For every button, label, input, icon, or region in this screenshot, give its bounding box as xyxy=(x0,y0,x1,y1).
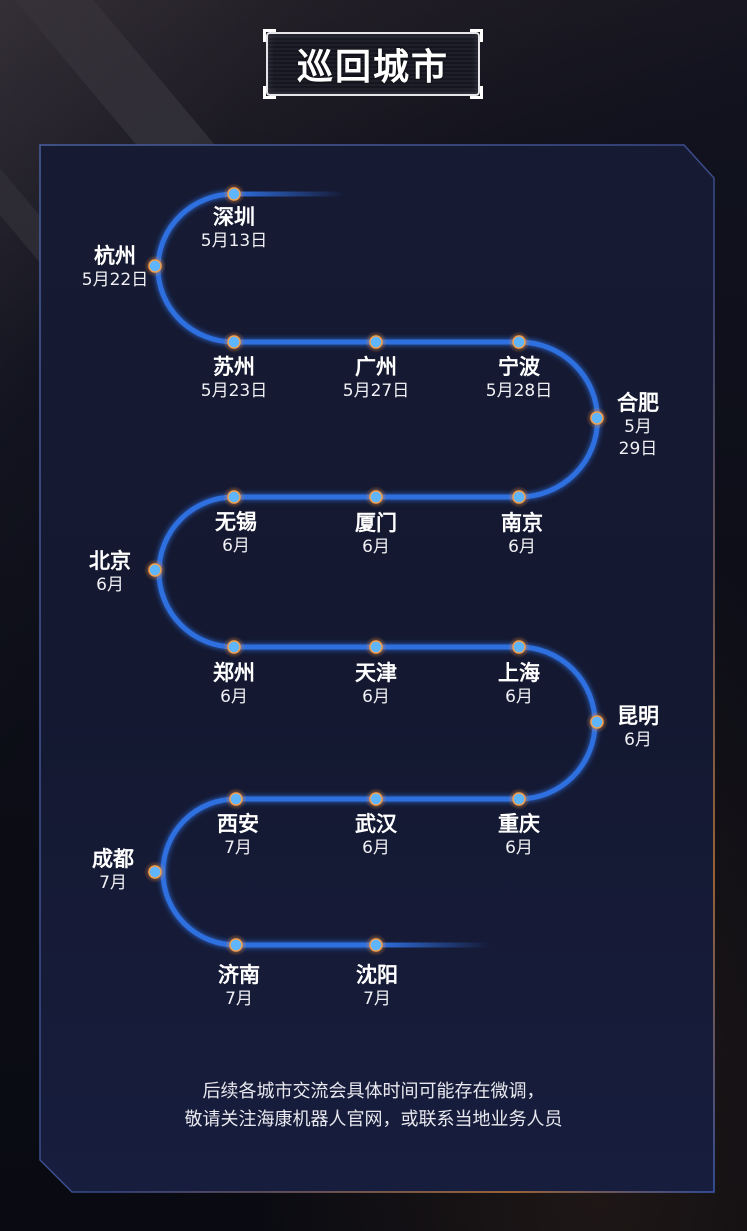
city-date: 5月27日 xyxy=(342,381,410,401)
route-node-dot xyxy=(148,259,162,273)
title-corner xyxy=(470,29,483,42)
city-shenyang: 沈阳 7月 xyxy=(317,962,437,1010)
title-corner xyxy=(263,86,276,99)
city-wuhan: 武汉 6月 xyxy=(316,811,436,859)
city-name: 济南 xyxy=(218,963,260,987)
route-node-dot xyxy=(512,335,526,349)
city-kunming: 昆明 6月 xyxy=(578,703,698,751)
route-node-dot xyxy=(590,411,604,425)
content-panel xyxy=(39,144,715,1193)
city-name: 无锡 xyxy=(215,510,257,534)
city-name: 沈阳 xyxy=(356,963,398,987)
city-date: 5月28日 xyxy=(485,381,553,401)
city-date: 7月 xyxy=(363,989,391,1009)
city-zhengzhou: 郑州 6月 xyxy=(174,660,294,708)
city-name: 西安 xyxy=(217,812,259,836)
route-node-dot xyxy=(369,938,383,952)
city-name: 苏州 xyxy=(213,355,255,379)
route-node-dot xyxy=(369,640,383,654)
route-node-dot xyxy=(369,335,383,349)
city-name: 厦门 xyxy=(355,511,397,535)
city-chongqing: 重庆 6月 xyxy=(459,811,579,859)
route-node-dot xyxy=(512,792,526,806)
footer-note: 后续各城市交流会具体时间可能存在微调， 敬请关注海康机器人官网，或联系当地业务人… xyxy=(100,1078,647,1134)
route-node-dot xyxy=(227,640,241,654)
city-name: 合肥 xyxy=(617,391,659,415)
city-date: 6月 xyxy=(624,730,652,750)
city-date: 6月 xyxy=(505,687,533,707)
route-node-dot xyxy=(227,335,241,349)
city-beijing: 北京 6月 xyxy=(50,548,170,596)
city-date: 6月 xyxy=(362,687,390,707)
city-hangzhou: 杭州 5月22日 xyxy=(55,243,175,291)
city-date: 5月22日 xyxy=(81,270,149,290)
route-node-dot xyxy=(512,490,526,504)
city-guangzhou: 广州 5月27日 xyxy=(316,354,436,402)
city-date: 5月29日 xyxy=(618,417,658,459)
city-xian: 西安 7月 xyxy=(178,811,298,859)
route-node-dot xyxy=(148,563,162,577)
title-corner xyxy=(470,86,483,99)
title-banner: 巡回城市 xyxy=(263,29,483,99)
city-chengdu: 成都 7月 xyxy=(53,846,173,894)
city-date: 6月 xyxy=(508,537,536,557)
city-nanjing: 南京 6月 xyxy=(462,510,582,558)
city-name: 昆明 xyxy=(617,704,659,728)
city-date: 5月23日 xyxy=(200,381,268,401)
route-node-dot xyxy=(512,640,526,654)
city-name: 重庆 xyxy=(498,812,540,836)
city-date: 7月 xyxy=(224,838,252,858)
route-node-dot xyxy=(227,490,241,504)
city-name: 杭州 xyxy=(94,244,136,268)
city-name: 深圳 xyxy=(213,205,255,229)
city-xiamen: 厦门 6月 xyxy=(316,510,436,558)
city-date: 6月 xyxy=(220,687,248,707)
city-date: 7月 xyxy=(99,873,127,893)
route-node-dot xyxy=(227,187,241,201)
city-hefei: 合肥 5月29日 xyxy=(578,390,698,460)
city-suzhou: 苏州 5月23日 xyxy=(174,354,294,402)
city-jinan: 济南 7月 xyxy=(179,962,299,1010)
city-name: 天津 xyxy=(355,661,397,685)
footer-line-1: 后续各城市交流会具体时间可能存在微调， xyxy=(202,1081,545,1102)
city-shanghai: 上海 6月 xyxy=(459,660,579,708)
city-name: 宁波 xyxy=(498,355,540,379)
city-date: 6月 xyxy=(505,838,533,858)
city-date: 7月 xyxy=(225,989,253,1009)
page-title: 巡回城市 xyxy=(296,47,449,88)
route-node-dot xyxy=(229,938,243,952)
city-date: 6月 xyxy=(362,838,390,858)
city-wuxi: 无锡 6月 xyxy=(176,509,296,557)
city-name: 北京 xyxy=(89,549,131,573)
city-date: 5月13日 xyxy=(200,231,268,251)
city-date: 6月 xyxy=(362,537,390,557)
city-date: 6月 xyxy=(222,536,250,556)
route-node-dot xyxy=(148,865,162,879)
route-node-dot xyxy=(229,792,243,806)
city-tianjin: 天津 6月 xyxy=(316,660,436,708)
city-ningbo: 宁波 5月28日 xyxy=(459,354,579,402)
city-name: 南京 xyxy=(501,511,543,535)
city-name: 郑州 xyxy=(213,661,255,685)
route-node-dot xyxy=(590,715,604,729)
city-date: 6月 xyxy=(96,575,124,595)
title-frame xyxy=(266,32,480,96)
route-node-dot xyxy=(369,490,383,504)
city-name: 广州 xyxy=(355,355,397,379)
city-name: 上海 xyxy=(498,661,540,685)
title-corner xyxy=(263,29,276,42)
footer-line-2: 敬请关注海康机器人官网，或联系当地业务人员 xyxy=(184,1109,563,1130)
city-name: 成都 xyxy=(92,847,134,871)
city-name: 武汉 xyxy=(355,812,397,836)
city-shenzhen: 深圳 5月13日 xyxy=(174,204,294,252)
route-node-dot xyxy=(369,792,383,806)
